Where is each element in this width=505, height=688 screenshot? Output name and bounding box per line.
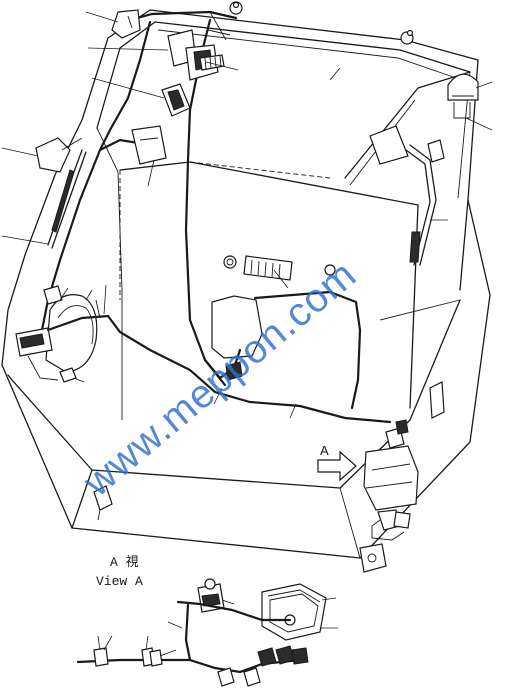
roof-harness — [98, 1, 479, 387]
view-a-detail — [76, 578, 338, 687]
washer-tank-icon — [363, 445, 419, 511]
beacon-lamp-icon — [447, 73, 479, 101]
door-latch-icon — [429, 381, 445, 419]
leader-lines — [1, 11, 493, 419]
left-side-components — [15, 125, 392, 521]
bracket-icon — [131, 125, 167, 165]
arrow-label: A — [320, 443, 329, 458]
view-label: View A — [96, 574, 143, 589]
right-mirror-icon — [369, 125, 409, 165]
ground-connector-icon — [93, 485, 113, 511]
view-label-cjk: A 視 — [110, 555, 139, 570]
left-mirror-icon — [35, 137, 71, 173]
rear-window-icon — [211, 295, 263, 359]
switch-panel-icon — [243, 255, 293, 281]
floor-box-icon — [359, 543, 387, 573]
speaker-icon — [111, 9, 141, 39]
view-arrow-icon — [317, 450, 357, 482]
indicator-lamp-icon — [223, 255, 237, 269]
center-components — [203, 125, 445, 573]
